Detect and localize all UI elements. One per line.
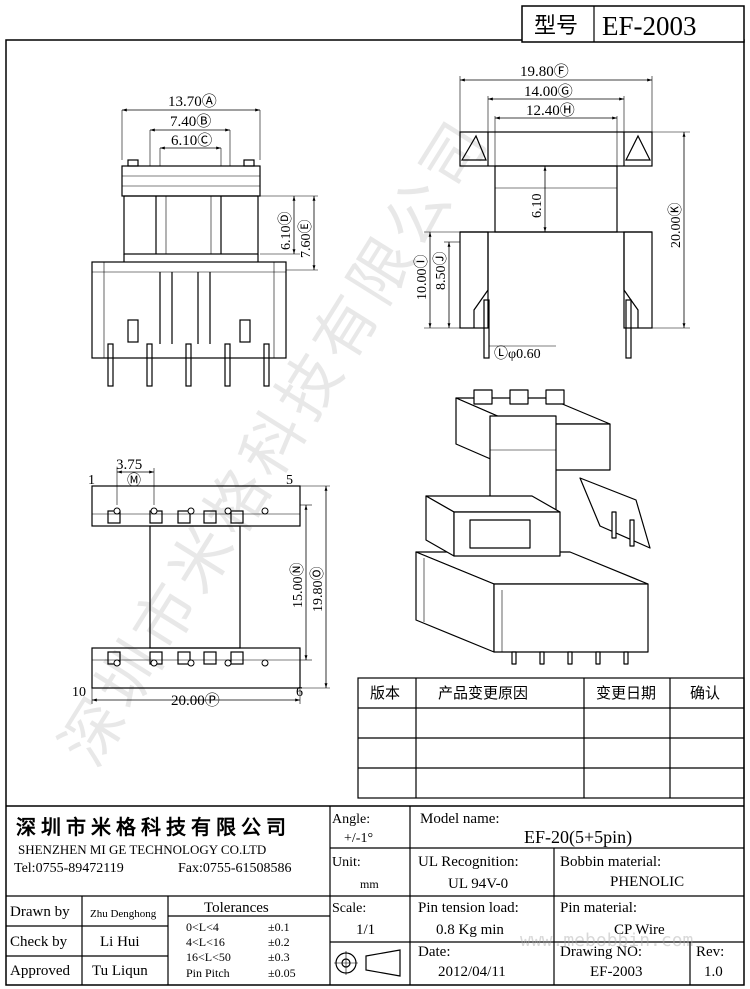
bottom-dimensions (92, 470, 328, 702)
watermark-company: 深圳市米格科技有限公司 (46, 105, 504, 778)
front-dimensions (122, 108, 316, 270)
tol-range-3: Pin Pitch (186, 966, 230, 980)
front-view (91, 110, 318, 387)
drawing-no-value: EF-2003 (590, 964, 643, 980)
angle-label: Angle: (332, 812, 370, 827)
dim-bot-m: Ⓜ (127, 473, 141, 489)
drawn-by-value: Zhu Denghong (90, 908, 157, 920)
drawn-by-label: Drawn by (10, 904, 70, 920)
company-name-en: SHENZHEN MI GE TECHNOLOGY CO.LTD (18, 842, 266, 857)
bottom-pin-holes (113, 507, 269, 667)
part-number-box: 型号 EF-2003 (521, 5, 745, 43)
dim-bot-o: 19.80Ⓞ (310, 567, 326, 613)
tol-range-2: 16<L<50 (186, 950, 231, 964)
type-label: 型号 (534, 14, 578, 39)
tol-value-3: ±0.05 (268, 966, 296, 980)
dim-side-k: 20.00Ⓚ (668, 203, 684, 249)
ul-label: UL Recognition: (418, 854, 519, 870)
pin-material-label: Pin material: (560, 900, 637, 916)
sheet-border (5, 39, 745, 986)
part-number: EF-2003 (602, 11, 697, 41)
approved-label: Approved (10, 963, 70, 979)
rev-header-reason: 产品变更原因 (438, 684, 528, 702)
dim-pin-l: Ⓛφ0.60 (494, 346, 541, 362)
check-by-value: Li Hui (100, 934, 140, 950)
pin-tension-label: Pin tension load: (418, 900, 519, 916)
bobbin-material-value: PHENOLIC (610, 874, 684, 890)
model-value: EF-20(5+5pin) (524, 827, 632, 848)
bobbin-material-label: Bobbin material: (560, 854, 661, 870)
dim-side-h: 12.40Ⓗ (526, 102, 575, 119)
check-by-label: Check by (10, 934, 68, 950)
unit-label: Unit: (332, 855, 361, 870)
revision-table (357, 677, 745, 799)
pin-1-label: 1 (88, 473, 95, 488)
pin-6-label: 6 (296, 685, 303, 700)
pin-10-label: 10 (72, 685, 86, 700)
rev-label: Rev: (696, 944, 724, 960)
rev-header-confirm: 确认 (690, 684, 720, 702)
dim-front-e: 7.60Ⓔ (298, 220, 314, 259)
angle-value: +/-1° (344, 831, 373, 846)
pin-5-label: 5 (286, 473, 293, 488)
side-dimensions (428, 78, 686, 328)
dim-bot-pitch: 3.75 (116, 457, 142, 473)
company-fax: Fax:0755-61508586 (178, 861, 292, 876)
model-label: Model name: (420, 811, 500, 827)
dim-side-inner: 6.10 (530, 194, 545, 219)
watermark-url: www.mebobbin.com (520, 930, 693, 951)
rev-header-version: 版本 (370, 684, 400, 702)
isometric-view (415, 389, 651, 665)
tol-range-1: 4<L<16 (186, 935, 225, 949)
rev-header-date: 变更日期 (596, 684, 656, 702)
company-tel: Tel:0755-89472119 (14, 861, 124, 876)
dim-front-a: 13.70Ⓐ (168, 93, 217, 110)
title-block-grid (6, 805, 744, 985)
tol-value-0: ±0.1 (268, 920, 290, 934)
pin-tension-value: 0.8 Kg min (436, 922, 504, 938)
date-label: Date: (418, 944, 450, 960)
tol-value-2: ±0.3 (268, 950, 290, 964)
dim-bot-p: 20.00Ⓟ (171, 692, 220, 709)
tolerances-title: Tolerances (204, 900, 269, 916)
scale-value: 1/1 (356, 922, 375, 938)
drawing-no-label: Drawing NO: (560, 944, 642, 960)
dim-front-c: 6.10Ⓒ (171, 132, 212, 149)
watermark: 深圳市米格科技有限公司 (46, 105, 504, 778)
ul-value: UL 94V-0 (448, 876, 508, 892)
scale-label: Scale: (332, 901, 366, 916)
dim-side-f: 19.80Ⓕ (520, 63, 569, 80)
tol-value-1: ±0.2 (268, 935, 290, 949)
dim-bot-n: 15.00Ⓝ (290, 563, 306, 609)
dim-side-i: 10.00Ⓘ (414, 255, 430, 301)
unit-value: mm (360, 877, 379, 891)
approved-value: Tu Liqun (92, 963, 148, 979)
dim-front-d: 6.10Ⓓ (278, 212, 294, 251)
dim-side-j: 8.50Ⓙ (433, 252, 449, 291)
rev-value: 1.0 (704, 964, 723, 980)
tol-range-0: 0<L<4 (186, 920, 219, 934)
dim-front-b: 7.40Ⓑ (170, 113, 211, 130)
date-value: 2012/04/11 (438, 964, 506, 980)
company-name-cn: 深圳市米格科技有限公司 (16, 815, 291, 839)
pin-material-value: CP Wire (614, 922, 665, 938)
dim-side-g: 14.00Ⓖ (524, 83, 573, 100)
